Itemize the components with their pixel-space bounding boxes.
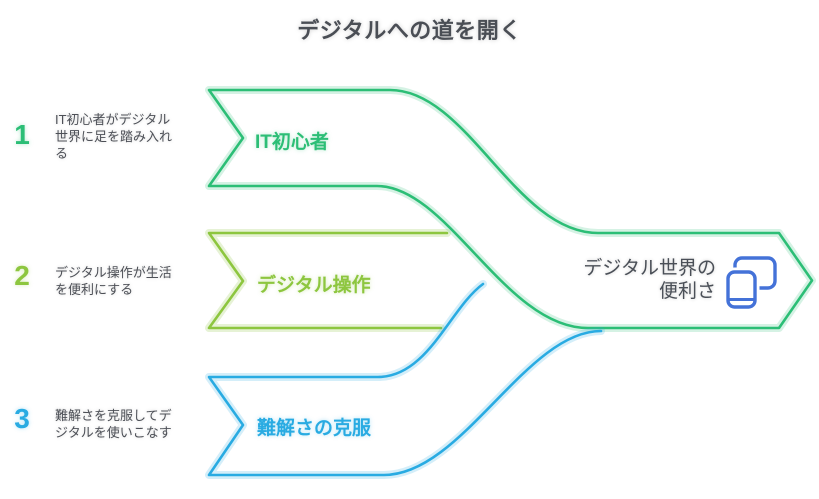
step-3-description: 難解さを克服してデ ジタルを使いこなす [55, 407, 189, 441]
step-2-desc-line: を便利にする [55, 282, 134, 297]
band-2-lime-shape [205, 229, 451, 332]
step-1-desc-line: IT初心者がデジタル [55, 112, 171, 127]
devices-icon [723, 256, 777, 311]
band-2-label: デジタル操作 [257, 275, 371, 296]
step-3-number: 3 [14, 403, 30, 434]
result-label: デジタル世界の 便利さ [540, 257, 716, 303]
step-1-desc-line: 世界に足を踏み入れ [55, 129, 173, 144]
band-1-label: IT初心者 [255, 132, 329, 153]
step-1-number: 1 [14, 119, 30, 150]
step-2-desc-line: デジタル操作が生活 [55, 265, 172, 280]
step-1-desc-line: る [55, 146, 69, 161]
result-label-line: デジタル世界の [583, 258, 716, 279]
band-3-label: 難解さの克服 [257, 418, 372, 439]
step-1-description: IT初心者がデジタル 世界に足を踏み入れ る [55, 111, 189, 162]
result-label-line: 便利さ [658, 281, 716, 302]
step-2-description: デジタル操作が生活 を便利にする [55, 264, 189, 298]
phone-icon-shape [726, 270, 757, 309]
step-2-number: 2 [14, 260, 30, 291]
band-3-blue-shape [205, 280, 605, 479]
band-1-green-shape [205, 86, 816, 332]
page-title: デジタルへの道を開く [297, 18, 522, 43]
step-3-desc-line: ジタルを使いこなす [55, 425, 172, 440]
step-3-desc-line: 難解さを克服してデ [55, 408, 172, 423]
